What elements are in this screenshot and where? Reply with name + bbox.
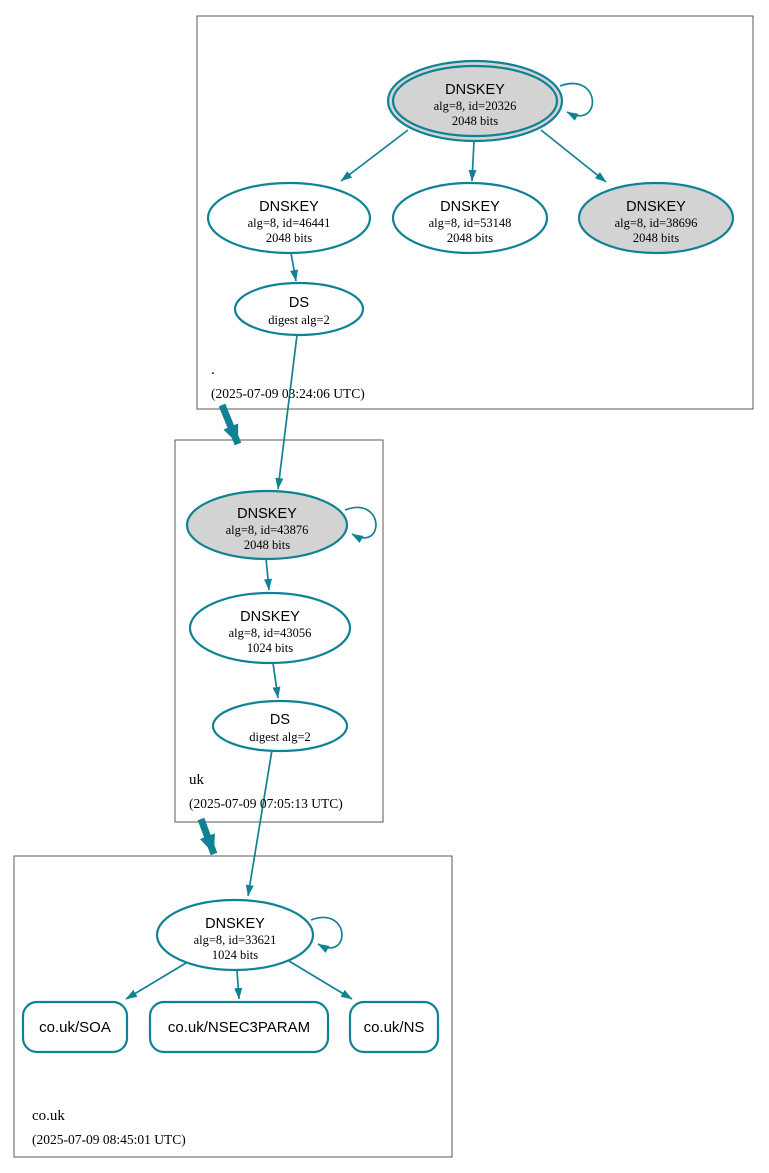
ds-digest-alg: digest alg=2 — [268, 313, 330, 327]
rrset-rect[interactable] — [148, 1000, 330, 1054]
edge-root-ksk-to-46441 — [340, 129, 409, 182]
dnskey-node-uk-43056[interactable]: DNSKEY alg=8, id=43056 1024 bits — [188, 591, 352, 665]
edge-root-ds-to-uk-ksk — [275, 334, 298, 490]
dnskey-bits: 2048 bits — [633, 231, 679, 245]
zone-timestamp-uk: (2025-07-09 07:05:13 UTC) — [189, 796, 343, 811]
rrset-node-couk-soa[interactable]: co.uk/SOA — [21, 1000, 129, 1054]
rrset-rect[interactable] — [21, 1000, 129, 1054]
ds-node-uk[interactable]: DS digest alg=2 — [211, 699, 349, 753]
dnskey-title: DNSKEY — [240, 609, 300, 625]
dnskey-node-uk-43876[interactable]: DNSKEY alg=8, id=43876 2048 bits — [185, 489, 349, 561]
self-loop-root-ksk — [559, 82, 594, 121]
dnskey-ellipse[interactable] — [185, 489, 349, 561]
edge-46441-to-root-ds — [290, 252, 299, 282]
rrset-rect[interactable] — [348, 1000, 440, 1054]
zone-timestamp-root: (2025-07-09 03:24:06 UTC) — [211, 386, 365, 401]
delegation-arrow-root-to-uk — [218, 403, 242, 446]
dnskey-alg-id: alg=8, id=20326 — [434, 99, 517, 113]
edge-couk-ksk-to-ns — [288, 960, 353, 1000]
dnskey-node-root-53148[interactable]: DNSKEY alg=8, id=53148 2048 bits — [391, 181, 549, 255]
dnskey-node-root-20326[interactable]: DNSKEY alg=8, id=20326 2048 bits — [386, 59, 564, 143]
dnskey-bits: 1024 bits — [212, 948, 258, 962]
dnskey-node-couk-33621[interactable]: DNSKEY alg=8, id=33621 1024 bits — [155, 898, 315, 972]
dnskey-bits: 2048 bits — [452, 114, 498, 128]
dnskey-title: DNSKEY — [237, 506, 297, 522]
dnskey-alg-id: alg=8, id=33621 — [194, 933, 277, 947]
self-loop-couk-ksk — [310, 916, 343, 953]
rrset-node-couk-ns[interactable]: co.uk/NS — [348, 1000, 440, 1054]
dnskey-ellipse[interactable] — [188, 591, 352, 665]
dnskey-title: DNSKEY — [626, 199, 686, 215]
dnskey-title: DNSKEY — [259, 199, 319, 215]
edge-root-ksk-to-38696 — [540, 129, 607, 183]
dnskey-alg-id: alg=8, id=53148 — [429, 216, 512, 230]
edge-uk-ds-to-couk-ksk — [245, 749, 273, 897]
rrset-node-couk-nsec3param[interactable]: co.uk/NSEC3PARAM — [148, 1000, 330, 1054]
dnskey-bits: 2048 bits — [244, 538, 290, 552]
dnskey-alg-id: alg=8, id=38696 — [615, 216, 698, 230]
dnskey-alg-id: alg=8, id=43876 — [226, 523, 309, 537]
ds-title: DS — [270, 712, 290, 728]
dnskey-title: DNSKEY — [205, 916, 265, 932]
zone-label-root: . — [211, 362, 215, 378]
edge-uk-zsk-to-ds — [272, 662, 281, 699]
ds-ellipse[interactable] — [211, 699, 349, 753]
dnskey-ellipse-inner — [391, 64, 559, 138]
edge-couk-ksk-to-soa — [125, 962, 187, 1000]
dnskey-alg-id: alg=8, id=46441 — [248, 216, 331, 230]
delegation-arrow-uk-to-couk — [197, 817, 218, 856]
dnskey-ellipse[interactable] — [577, 181, 735, 255]
dnskey-title: DNSKEY — [445, 82, 505, 98]
ds-node-root[interactable]: DS digest alg=2 — [233, 281, 365, 337]
dnskey-node-root-46441[interactable]: DNSKEY alg=8, id=46441 2048 bits — [206, 181, 372, 255]
dnskey-title: DNSKEY — [440, 199, 500, 215]
dnskey-node-root-38696[interactable]: DNSKEY alg=8, id=38696 2048 bits — [577, 181, 735, 255]
edge-uk-ksk-to-zsk — [263, 557, 272, 591]
zone-timestamp-couk: (2025-07-09 08:45:01 UTC) — [32, 1132, 186, 1147]
ds-digest-alg: digest alg=2 — [249, 730, 311, 744]
ds-title: DS — [289, 295, 309, 311]
ds-ellipse[interactable] — [233, 281, 365, 337]
dnskey-bits: 2048 bits — [447, 231, 493, 245]
self-loop-uk-ksk — [344, 506, 377, 543]
rrset-label: co.uk/SOA — [39, 1019, 111, 1036]
dnskey-bits: 2048 bits — [266, 231, 312, 245]
dnskey-alg-id: alg=8, id=43056 — [229, 626, 312, 640]
edge-couk-ksk-to-nsec3param — [234, 969, 243, 1000]
edge-root-ksk-to-53148 — [468, 140, 477, 182]
dnskey-ellipse[interactable] — [391, 181, 549, 255]
zone-label-couk: co.uk — [32, 1108, 65, 1124]
dnskey-ellipse[interactable] — [206, 181, 372, 255]
rrset-label: co.uk/NS — [364, 1019, 425, 1036]
dnskey-ellipse[interactable] — [155, 898, 315, 972]
zone-label-uk: uk — [189, 772, 205, 788]
rrset-label: co.uk/NSEC3PARAM — [168, 1019, 310, 1036]
dnskey-bits: 1024 bits — [247, 641, 293, 655]
